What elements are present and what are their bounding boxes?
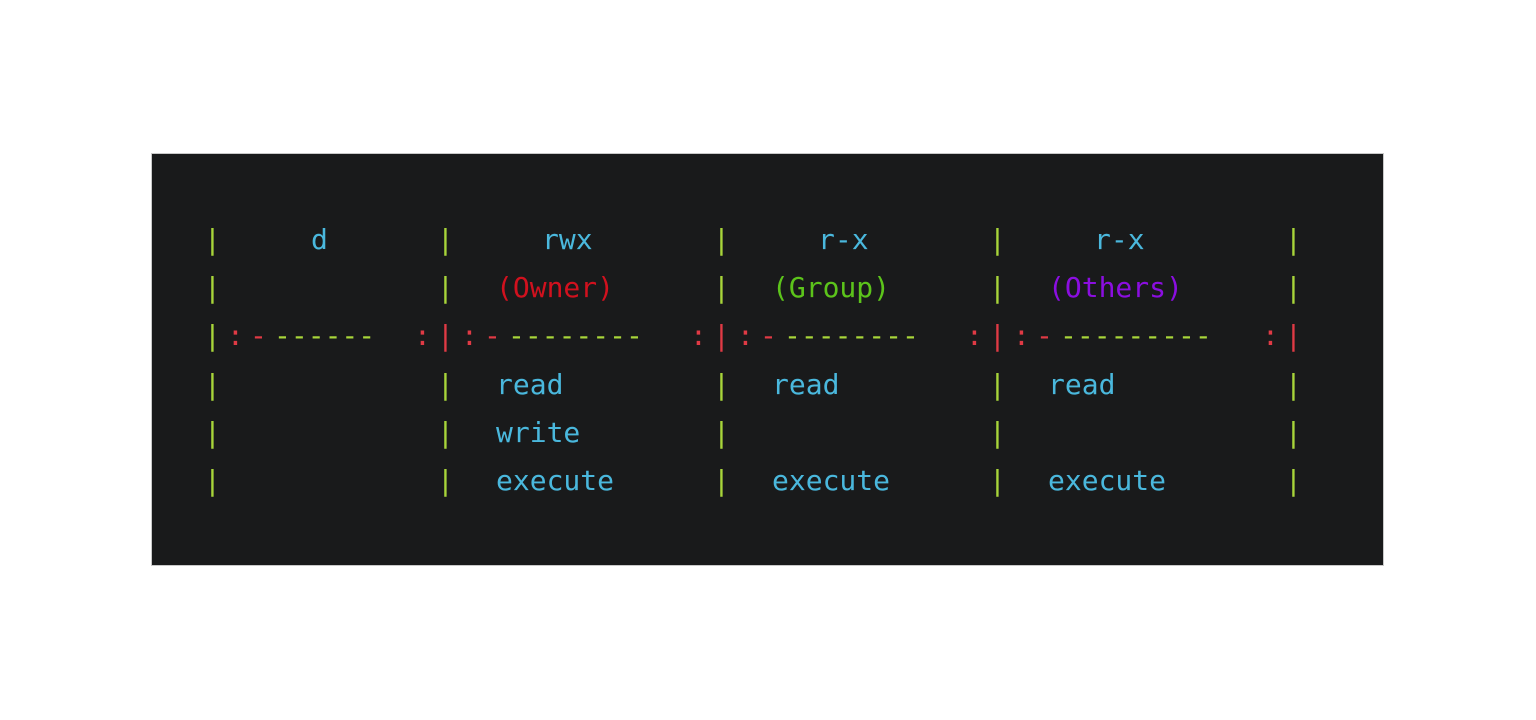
- pipe-left-write: |: [204, 416, 221, 449]
- execute-permission-row: | | execute | execute | execute |: [152, 457, 1302, 505]
- sep-dash-green-type: ------: [274, 319, 376, 352]
- cell-others-label: (Others): [1048, 271, 1183, 304]
- sep-colon-type-start: :: [227, 319, 244, 352]
- cell-group-read: read: [772, 368, 840, 401]
- pipe-2-row2: |: [713, 271, 730, 304]
- sep-colon-owner-start: :: [461, 319, 478, 352]
- sep-colon-group-end: :: [966, 319, 983, 352]
- pipe-3-sep: |: [989, 319, 1006, 352]
- sep-dash-red-others: -: [1036, 319, 1053, 352]
- read-permission-row: | | read | read | read |: [152, 361, 1302, 409]
- cell-others-read: read: [1048, 368, 1116, 401]
- pipe-right-write: |: [1285, 416, 1302, 449]
- pipe-3-exec: |: [989, 464, 1006, 497]
- pipe-3-row1: |: [989, 223, 1006, 256]
- cell-group-header: r-x: [818, 223, 869, 256]
- pipe-right-row2: |: [1285, 271, 1302, 304]
- sep-dash-green-owner: --------: [508, 319, 643, 352]
- pipe-3-write: |: [989, 416, 1006, 449]
- sep-colon-owner-end: :: [690, 319, 707, 352]
- write-permission-row: | | write | write | write |: [152, 409, 1302, 457]
- pipe-1-row2: |: [437, 271, 454, 304]
- pipe-right-read: |: [1285, 368, 1302, 401]
- cell-owner-execute: execute: [496, 464, 615, 497]
- pipe-3-read: |: [989, 368, 1006, 401]
- sep-dash-green-group: --------: [784, 319, 919, 352]
- cell-type-header: d: [311, 223, 328, 256]
- sep-colon-group-start: :: [737, 319, 754, 352]
- sep-dash-red-group: -: [760, 319, 777, 352]
- cell-owner-read: read: [496, 368, 564, 401]
- scope-labels-row: | | (Owner) | (Group) | (Others) |: [152, 264, 1302, 312]
- pipe-left-exec: |: [204, 464, 221, 497]
- pipe-2-read: |: [713, 368, 730, 401]
- pipe-2-exec: |: [713, 464, 730, 497]
- pipe-1-exec: |: [437, 464, 454, 497]
- permissions-grid: | d | rwx | r-x | r-x | | | (Owner) | (G…: [152, 154, 1383, 565]
- pipe-left-read: |: [204, 368, 221, 401]
- permissions-table-panel: | d | rwx | r-x | r-x | | | (Owner) | (G…: [151, 153, 1384, 566]
- markdown-separator-row: | : - ------ : | : - -------- : | : - --…: [152, 312, 1302, 360]
- sep-dash-red-owner: -: [484, 319, 501, 352]
- pipe-left-sep: |: [204, 319, 221, 352]
- sep-colon-others-end: :: [1262, 319, 1279, 352]
- cell-owner-write: write: [496, 416, 581, 449]
- cell-owner-header: rwx: [542, 223, 593, 256]
- pipe-2-row1: |: [713, 223, 730, 256]
- cell-others-header: r-x: [1094, 223, 1145, 256]
- pipe-right-sep: |: [1285, 319, 1302, 352]
- pipe-2-write: |: [713, 416, 730, 449]
- cell-group-label: (Group): [772, 271, 891, 304]
- pipe-right-exec: |: [1285, 464, 1302, 497]
- sep-colon-type-end: :: [414, 319, 431, 352]
- pipe-1-row1: |: [437, 223, 454, 256]
- pipe-1-sep: |: [437, 319, 454, 352]
- pipe-left-row2: |: [204, 271, 221, 304]
- sep-dash-green-others: ---------: [1060, 319, 1212, 352]
- sep-colon-others-start: :: [1013, 319, 1030, 352]
- pipe-1-write: |: [437, 416, 454, 449]
- permission-bits-row: | d | rwx | r-x | r-x |: [152, 216, 1302, 264]
- cell-owner-label: (Owner): [496, 271, 615, 304]
- cell-group-execute: execute: [772, 464, 891, 497]
- pipe-2-sep: |: [713, 319, 730, 352]
- cell-others-execute: execute: [1048, 464, 1167, 497]
- pipe-right-row1: |: [1285, 223, 1302, 256]
- pipe-3-row2: |: [989, 271, 1006, 304]
- pipe-1-read: |: [437, 368, 454, 401]
- sep-dash-red-type: -: [250, 319, 267, 352]
- pipe-left-row1: |: [204, 223, 221, 256]
